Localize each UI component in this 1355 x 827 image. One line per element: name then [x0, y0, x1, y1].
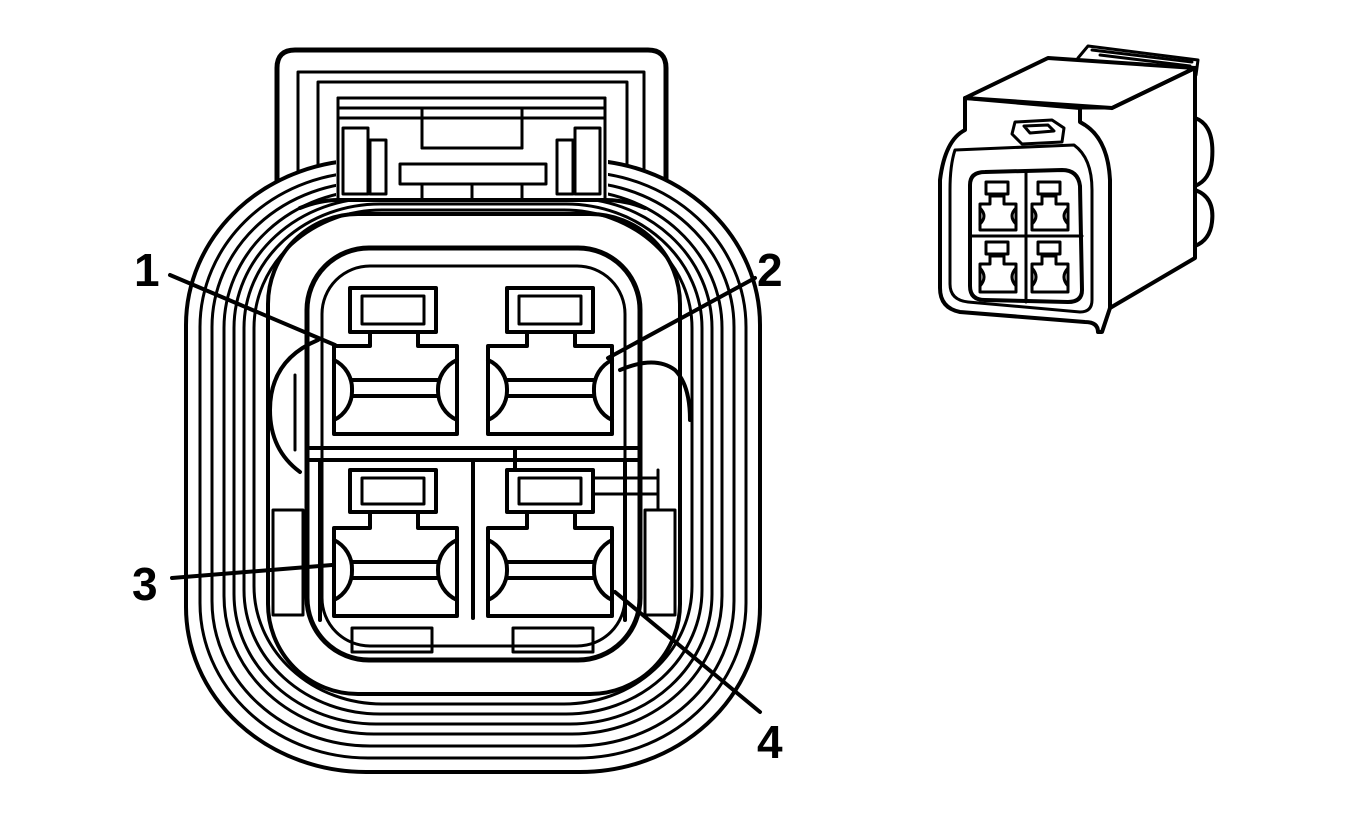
connector-isometric-view	[938, 44, 1215, 334]
leader-3	[170, 563, 334, 580]
leader-2	[606, 276, 757, 360]
cavity-face	[304, 245, 660, 663]
callout-3: 3	[132, 558, 158, 610]
terminal-cavity-3	[332, 468, 459, 618]
leader-1	[168, 273, 337, 347]
terminal-cavity-4	[486, 468, 614, 618]
callout-4: 4	[757, 716, 783, 768]
iso-terminal-2	[1030, 180, 1070, 232]
terminal-cavity-1	[332, 286, 459, 436]
latch-front	[298, 116, 647, 210]
iso-terminal-1	[978, 180, 1018, 232]
callout-2: 2	[757, 244, 783, 296]
callout-1: 1	[134, 244, 160, 296]
terminal-cavity-2	[486, 286, 614, 436]
iso-terminal-4	[1030, 240, 1070, 294]
callout-leaders	[168, 273, 762, 714]
connector-front-view: 1 2 3 4	[132, 47, 783, 774]
leader-4	[613, 590, 762, 714]
iso-terminal-3	[978, 240, 1018, 294]
